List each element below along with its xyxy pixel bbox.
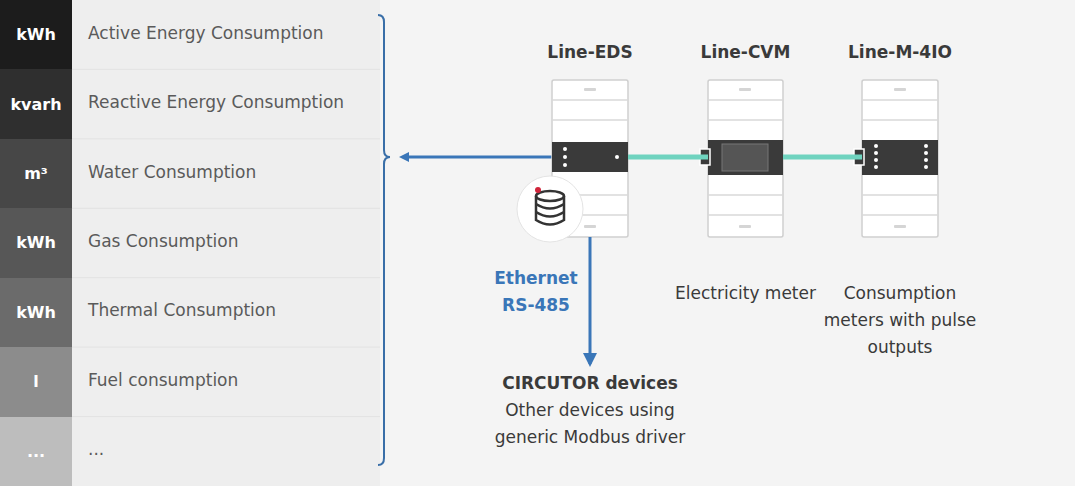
consumption-label: Reactive Energy Consumption xyxy=(88,92,344,112)
unit-text: kWh xyxy=(16,233,56,252)
unit-text: kWh xyxy=(16,25,56,44)
unit-badge: l xyxy=(0,347,72,416)
comm-arrow xyxy=(589,237,592,364)
device-module: Line-CVMElectricity meter xyxy=(708,80,783,237)
edge-label: Ethernet RS-485 xyxy=(486,265,586,319)
unit-text: l xyxy=(33,372,38,391)
consumption-label: Water Consumption xyxy=(88,162,256,182)
unit-text: kvarh xyxy=(10,95,61,114)
device-title: Line-CVM xyxy=(701,42,791,62)
device-title: Line-EDS xyxy=(547,42,632,62)
target-title: CIRCUTOR devices xyxy=(478,370,702,397)
consumption-label: Fuel consumption xyxy=(88,370,238,390)
device-title: Line-M-4IO xyxy=(848,42,952,62)
consumption-label: Thermal Consumption xyxy=(88,300,276,320)
bus-link xyxy=(628,155,708,160)
device-module: Line-M-4IOConsumption meters with pulse … xyxy=(862,80,938,237)
consumption-label: Gas Consumption xyxy=(88,231,238,251)
consumption-label: ... xyxy=(88,439,104,459)
unit-badge: kvarh xyxy=(0,69,72,138)
unit-badge: kWh xyxy=(0,208,72,277)
unit-badge: kWh xyxy=(0,0,72,69)
unit-text: m³ xyxy=(24,164,48,183)
unit-text: ... xyxy=(27,442,45,461)
device-module: Line-EDS xyxy=(552,80,628,237)
bus-link xyxy=(783,155,862,160)
unit-badge: m³ xyxy=(0,139,72,208)
unit-badge: kWh xyxy=(0,278,72,347)
device-description: Consumption meters with pulse outputs xyxy=(815,280,985,361)
device-description: Electricity meter xyxy=(661,280,831,307)
target-group: CIRCUTOR devicesOther devices using gene… xyxy=(478,370,702,451)
unit-badge: ... xyxy=(0,417,72,486)
target-description: Other devices using generic Modbus drive… xyxy=(478,397,702,451)
unit-text: kWh xyxy=(16,303,56,322)
consumption-label: Active Energy Consumption xyxy=(88,23,324,43)
